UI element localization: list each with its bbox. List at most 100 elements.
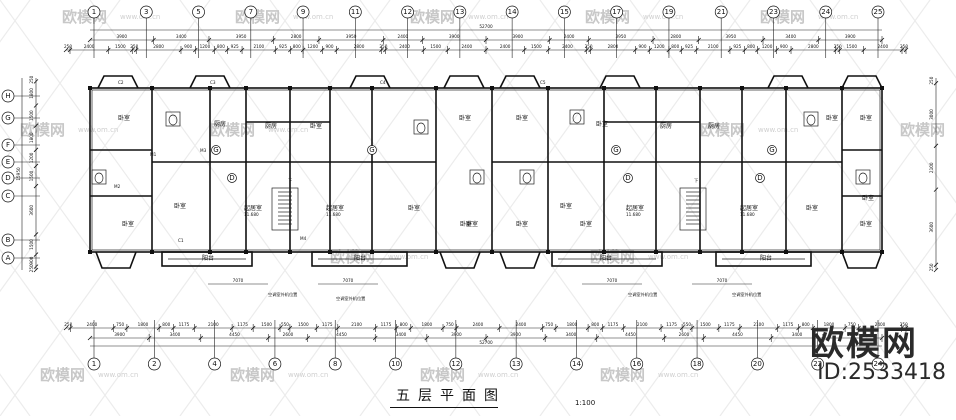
column [244, 250, 248, 254]
left-dim-label: 1500 [29, 170, 34, 181]
bottom-dim-row2-label: 750 [848, 322, 856, 327]
bottom-dim-row1-label: 4450 [732, 332, 743, 337]
axis-bottom-22-label: 22 [813, 360, 822, 368]
door-code: C4 [380, 80, 386, 85]
bottom-dim-row1-label: 3400 [792, 332, 803, 337]
door-code: C1 [178, 238, 184, 243]
top-dim-row2-label: 800 [747, 44, 755, 49]
left-dim-tick [33, 163, 39, 169]
top-dim-row2-label: 250 [64, 44, 72, 49]
column [840, 86, 844, 90]
bay-window [499, 75, 541, 89]
watermark-line [359, 0, 661, 417]
axis-top-3-label: 3 [144, 8, 148, 16]
area-label: 11.680 [326, 212, 341, 217]
column [698, 250, 702, 254]
watermark-id: ID:2533418 [817, 360, 946, 385]
room-label: 卧室 [826, 114, 838, 122]
top-dim-row2-label: 2400 [399, 44, 410, 49]
watermark-text: 欧模网 [210, 121, 255, 139]
watermark-url: www.om.cn [293, 13, 333, 21]
bottom-dim-row2-label: 1175 [724, 322, 735, 327]
watermark-url: www.om.cn [98, 371, 138, 379]
bottom-dim-row1-label: 3900 [510, 332, 521, 337]
column [288, 250, 292, 254]
column [698, 86, 702, 90]
bay-window [767, 75, 809, 89]
watermark-line [899, 337, 956, 417]
bay-window [599, 75, 641, 89]
area-label: 11.680 [244, 212, 259, 217]
axis-top-15-label: 15 [560, 8, 569, 16]
room-label: 卧室 [122, 220, 134, 228]
top-dim-row2-label: 925 [279, 44, 287, 49]
top-dim-row2-label: 250 [834, 44, 842, 49]
toilet-bowl [416, 122, 426, 134]
room-label: 卧室 [560, 202, 572, 210]
left-dim-label: 1500 [29, 110, 34, 121]
left-total-label: 15950 [16, 167, 21, 181]
balcony-note: 空调室外机位置 [732, 291, 761, 298]
bottom-dim-row1-label: 3400 [396, 332, 407, 337]
column [370, 250, 374, 254]
top-dim-row2-label: 1200 [762, 44, 773, 49]
top-dim-row1-tick [87, 37, 93, 43]
top-dim-row2-label: 900 [184, 44, 192, 49]
door-code: M2 [114, 184, 121, 189]
section-marker [611, 145, 621, 155]
left-dim-label: 250 [29, 75, 34, 83]
room-label: 卧室 [862, 194, 874, 202]
left-dim-tick [33, 267, 39, 273]
top-dim-row2-label: 2100 [708, 44, 719, 49]
top-dim-row2-label: 2400 [84, 44, 95, 49]
axis-bottom-10-label: 10 [391, 360, 400, 368]
bay-window [443, 75, 485, 89]
toilet-bowl [168, 114, 178, 126]
top-dim-row2-label: 1500 [846, 44, 857, 49]
bottom-dim-row2-label: 1800 [422, 322, 433, 327]
outer-wall [89, 87, 883, 253]
door-code: C5 [540, 80, 546, 85]
left-dim-tick [33, 264, 39, 269]
section-marker-label: D [757, 174, 762, 182]
room-label: 起居室 [626, 204, 644, 212]
toilet-fixture [469, 169, 485, 185]
top-dim-row1-label: 2400 [564, 34, 575, 39]
area-label: 11.680 [740, 212, 755, 217]
balcony-note: 空调室外机位置 [336, 295, 365, 302]
axis-bottom-14-label: 14 [572, 360, 581, 368]
bottom-dim-row1-tick [87, 335, 93, 341]
axis-top-7-label: 7 [249, 8, 253, 16]
bay-window [97, 75, 139, 89]
bottom-dim-row1-label: 2600 [283, 332, 294, 337]
watermark-line [269, 0, 571, 417]
room-label: 阳台 [600, 254, 612, 262]
section-marker [227, 173, 237, 183]
bottom-dim-row2-label: 2400 [516, 322, 527, 327]
axis-left-B-label: B [6, 236, 11, 244]
right-dim-label: 250 [929, 76, 934, 84]
watermark-line [809, 0, 956, 204]
axis-left-A-label: A [6, 254, 11, 262]
bottom-dim-row1-label: 3900 [847, 332, 858, 337]
toilet-bowl [94, 172, 104, 184]
bottom-dim-row2-label: 2400 [473, 322, 484, 327]
column [546, 250, 550, 254]
watermark-url: www.om.cn [120, 13, 160, 21]
top-dim-row1-label: 3950 [726, 34, 737, 39]
top-total-label: 52700 [479, 24, 493, 29]
room-label: 厨房 [708, 122, 720, 130]
bottom-dim-row1-label: 4450 [229, 332, 240, 337]
top-dim-row1-label: 3400 [176, 34, 187, 39]
top-dim-row1-label: 3900 [512, 34, 523, 39]
top-dim-row1-label: 2400 [398, 34, 409, 39]
bay-dimension: 7070 [343, 278, 354, 283]
top-dim-row1-label: 3900 [116, 34, 127, 39]
toilet-bowl [472, 172, 482, 184]
stair-well [679, 187, 707, 231]
left-dim-label: 900 [29, 256, 34, 264]
right-dim-label: 250 [929, 263, 934, 271]
axis-top-14-label: 14 [508, 8, 517, 16]
top-dim-row2-label: 250 [900, 44, 908, 49]
